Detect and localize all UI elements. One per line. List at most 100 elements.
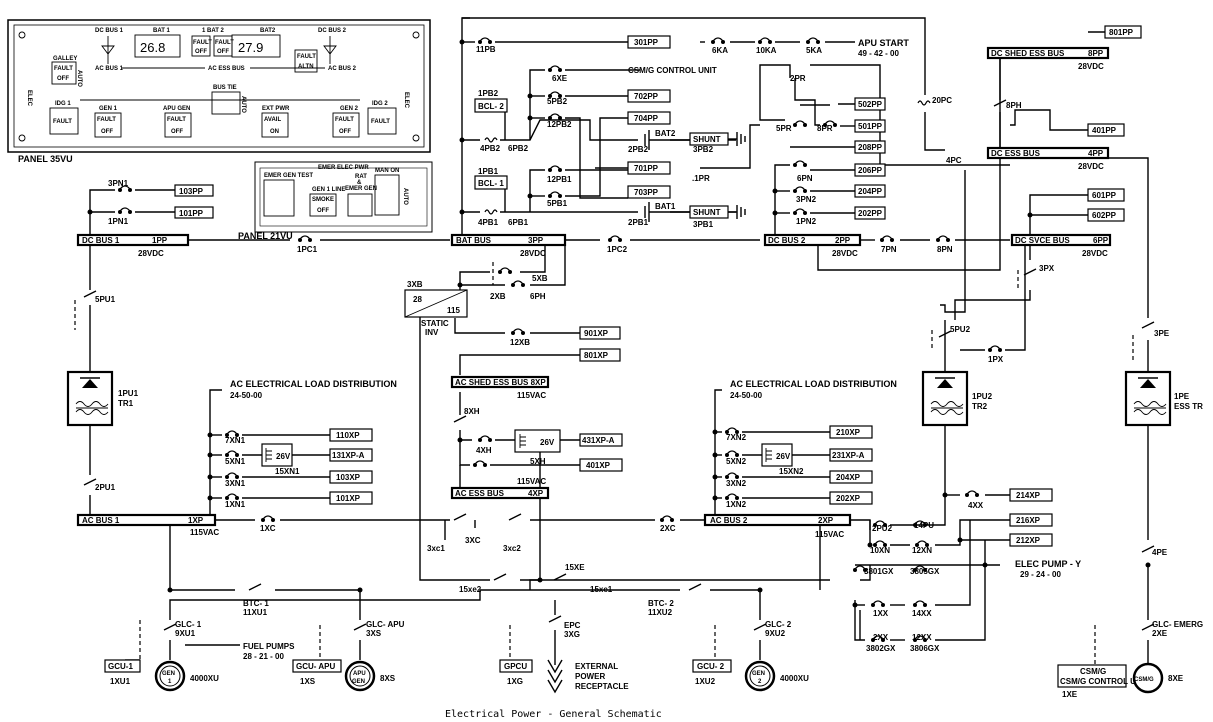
- svg-text:OFF: OFF: [171, 129, 183, 135]
- svg-text:ALTN: ALTN: [298, 64, 314, 70]
- svg-text:FAULT: FAULT: [54, 66, 73, 72]
- box-103pp: 103PP: [174, 184, 214, 197]
- svg-text:28VDC: 28VDC: [1078, 162, 1104, 171]
- svg-text:AUTO: AUTO: [240, 96, 246, 113]
- svg-text:1PB2: 1PB2: [478, 89, 499, 98]
- svg-text:3XS: 3XS: [366, 629, 382, 638]
- svg-text:AC BUS 2: AC BUS 2: [328, 66, 357, 72]
- gcu-2: GCU- 2: [692, 659, 732, 673]
- box-702pp: 702PP: [627, 89, 671, 103]
- svg-text:4000XU: 4000XU: [780, 674, 809, 683]
- svg-text:6PN: 6PN: [797, 174, 813, 183]
- svg-text:15XE: 15XE: [565, 563, 585, 572]
- svg-text:3801GX: 3801GX: [864, 567, 894, 576]
- svg-text:GLC- APU: GLC- APU: [366, 620, 405, 629]
- svg-text:APU GEN: APU GEN: [163, 106, 190, 112]
- svg-text:DC BUS 1: DC BUS 1: [95, 28, 124, 34]
- svg-text:PANEL 21VU: PANEL 21VU: [238, 231, 293, 241]
- svg-text:5PU2: 5PU2: [950, 325, 971, 334]
- svg-text:1PU2: 1PU2: [972, 392, 993, 401]
- svg-text:BAT 1: BAT 1: [153, 28, 171, 34]
- svg-text:3XN2: 3XN2: [726, 479, 747, 488]
- svg-text:APU: APU: [353, 671, 366, 677]
- box-801xp: 801XP: [579, 348, 621, 362]
- box-210xp: 210XP: [829, 425, 873, 439]
- svg-text:AUTO: AUTO: [402, 188, 408, 205]
- svg-text:4XP: 4XP: [528, 489, 544, 498]
- bat1-cell: [644, 202, 690, 222]
- svg-text:POWER: POWER: [575, 672, 605, 681]
- svg-text:14XX: 14XX: [912, 609, 932, 618]
- svg-text:131XP-A: 131XP-A: [332, 451, 365, 460]
- svg-text:11XU2: 11XU2: [648, 608, 673, 617]
- svg-text:ELEC: ELEC: [403, 92, 409, 109]
- svg-text:GLC- EMERG: GLC- EMERG: [1152, 620, 1203, 629]
- svg-text:GEN 2: GEN 2: [340, 106, 359, 112]
- shunt-2: SHUNT: [689, 132, 746, 146]
- svg-text:210XP: 210XP: [836, 428, 861, 437]
- svg-text:AC ESS BUS: AC ESS BUS: [208, 66, 245, 72]
- svg-text:BAT2: BAT2: [260, 28, 276, 34]
- svg-text:AC SHED ESS BUS 8XP: AC SHED ESS BUS 8XP: [455, 378, 546, 387]
- svg-text:GALLEY: GALLEY: [53, 56, 77, 62]
- box-401xp: 401XP: [579, 458, 623, 472]
- svg-text:301PP: 301PP: [634, 38, 659, 47]
- svg-text:10XN: 10XN: [870, 546, 890, 555]
- svg-text:ELEC PUMP - Y: ELEC PUMP - Y: [1015, 559, 1081, 569]
- svg-text:1 BAT 2: 1 BAT 2: [202, 28, 225, 34]
- svg-text:DC SVCE BUS: DC SVCE BUS: [1015, 236, 1070, 245]
- svg-text:3PB1: 3PB1: [693, 220, 714, 229]
- svg-text:12PB2: 12PB2: [547, 120, 572, 129]
- svg-text:6PB1: 6PB1: [508, 218, 529, 227]
- svg-text:11XU1: 11XU1: [243, 608, 268, 617]
- svg-text:1PX: 1PX: [988, 355, 1004, 364]
- svg-text:1XP: 1XP: [188, 516, 204, 525]
- svg-text:TR2: TR2: [972, 402, 988, 411]
- svg-text:5PB1: 5PB1: [547, 199, 568, 208]
- svg-text:5PU1: 5PU1: [95, 295, 116, 304]
- svg-text:3XN1: 3XN1: [225, 479, 246, 488]
- box-204xp: 204XP: [829, 470, 873, 484]
- svg-text:28 - 21 - 00: 28 - 21 - 00: [243, 652, 284, 661]
- box-431xpa: 431XP-A: [579, 433, 623, 447]
- svg-text:OFF: OFF: [217, 49, 229, 55]
- box-801pp: 801PP: [1104, 25, 1142, 39]
- svg-text:ON: ON: [270, 129, 279, 135]
- svg-text:1XS: 1XS: [300, 677, 316, 686]
- svg-text:1PE: 1PE: [1174, 392, 1190, 401]
- svg-text:CSM/G CONTROL UNIT: CSM/G CONTROL UNIT: [628, 66, 717, 75]
- svg-text:DC BUS 2: DC BUS 2: [318, 28, 347, 34]
- svg-text:1PN2: 1PN2: [796, 217, 817, 226]
- svg-text:GLC- 1: GLC- 1: [175, 620, 202, 629]
- svg-text:801PP: 801PP: [1109, 28, 1134, 37]
- svg-text:704PP: 704PP: [634, 114, 659, 123]
- box-101xp: 101XP: [329, 491, 373, 505]
- svg-text:4PP: 4PP: [1088, 149, 1104, 158]
- svg-text:5PR: 5PR: [776, 124, 792, 133]
- svg-text:12XN: 12XN: [912, 546, 932, 555]
- svg-text:3PX: 3PX: [1039, 264, 1055, 273]
- svg-text:3806GX: 3806GX: [910, 644, 940, 653]
- svg-text:1XC: 1XC: [260, 524, 276, 533]
- tr2: [921, 370, 969, 427]
- svg-text:1PB1: 1PB1: [478, 167, 499, 176]
- svg-text:AC ELECTRICAL LOAD DISTRIBUTIO: AC ELECTRICAL LOAD DISTRIBUTION: [730, 379, 897, 389]
- svg-text:2XE: 2XE: [1152, 629, 1168, 638]
- box-601pp: 601PP: [1087, 188, 1125, 202]
- svg-text:6PB2: 6PB2: [508, 144, 529, 153]
- contactors: [83, 99, 1155, 631]
- svg-text:2XX: 2XX: [873, 633, 889, 642]
- svg-text:4XH: 4XH: [476, 446, 492, 455]
- box-206pp: 206PP: [854, 163, 886, 177]
- svg-text:3xc1: 3xc1: [427, 544, 445, 553]
- svg-text:7PN: 7PN: [881, 245, 897, 254]
- svg-text:401XP: 401XP: [586, 461, 611, 470]
- svg-text:8PN: 8PN: [937, 245, 953, 254]
- svg-text:6PP: 6PP: [1093, 236, 1109, 245]
- svg-text:110XP: 110XP: [336, 431, 360, 440]
